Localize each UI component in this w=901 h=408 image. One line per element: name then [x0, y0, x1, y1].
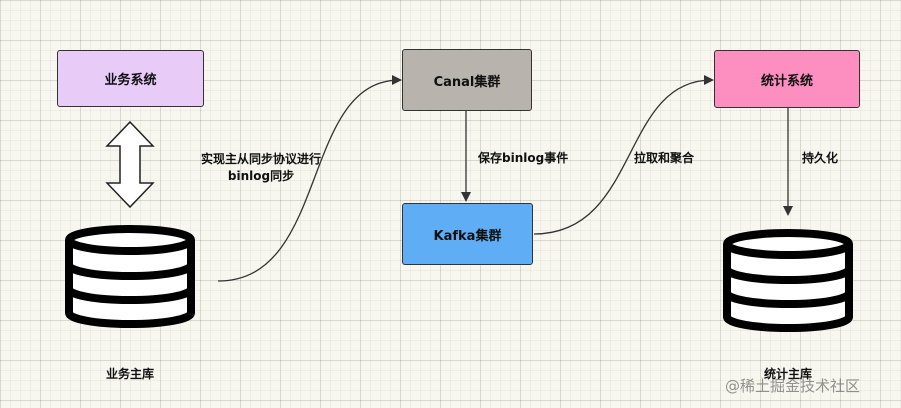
db-label-stats: 统计主库: [763, 367, 812, 381]
node-label: Canal集群: [433, 74, 501, 90]
edge-label-pull-aggregate: 拉取和聚合: [634, 151, 695, 165]
edge-replication-arrow: [217, 75, 402, 282]
edge-label-persist: 持久化: [802, 151, 839, 165]
node-kafka-cluster: Kafka集群: [402, 203, 533, 265]
database-icon: [65, 225, 195, 328]
node-label: Kafka集群: [433, 228, 502, 244]
node-canal-cluster: Canal集群: [402, 49, 532, 111]
double-arrow-icon: [105, 120, 155, 209]
database-icon: [723, 229, 853, 332]
db-label-business: 业务主库: [105, 367, 154, 381]
edge-pull-aggregate-arrow: [533, 75, 714, 235]
node-label: 统计系统: [760, 73, 813, 89]
node-stats-system: 统计系统: [714, 50, 860, 108]
watermark: @稀土掘金技术社区: [725, 377, 861, 395]
node-business-system: 业务系统: [57, 50, 204, 107]
node-label: 业务系统: [104, 73, 157, 88]
edge-label-replication: 实现主从同步协议进行binlog同步: [200, 152, 321, 183]
edge-label-save-binlog: 保存binlog事件: [478, 151, 569, 165]
